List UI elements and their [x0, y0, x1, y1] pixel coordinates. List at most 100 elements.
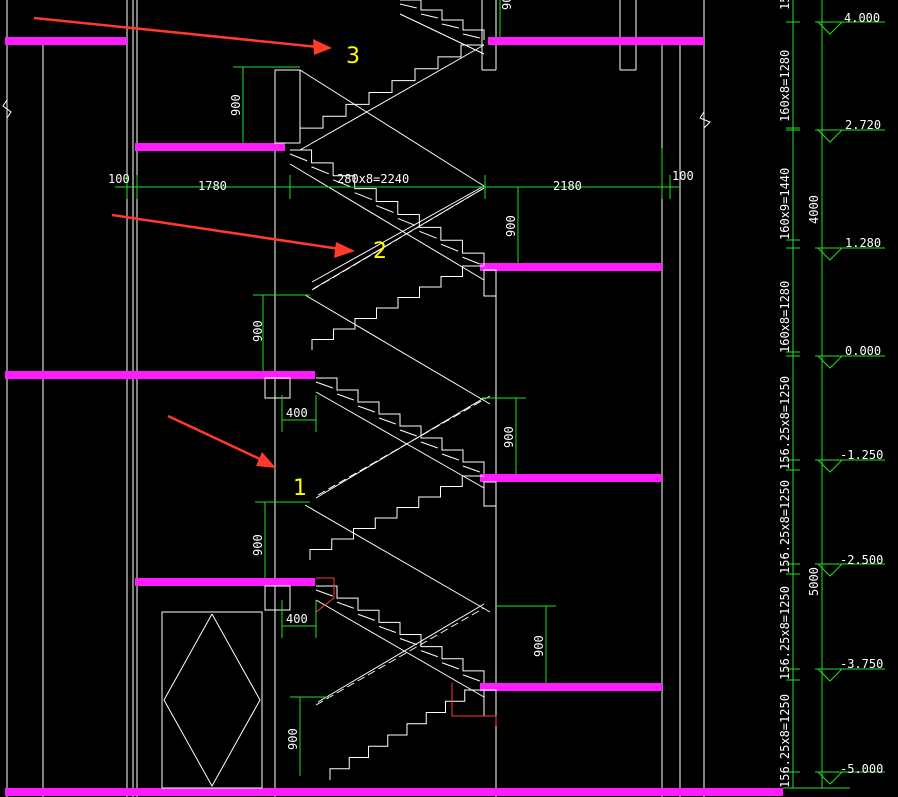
- dim-offset: 900: [532, 635, 546, 657]
- hatch: [440, 243, 459, 252]
- level-label: 4.000: [844, 11, 880, 25]
- dim-left-wall: 100: [108, 172, 130, 186]
- hatch: [399, 638, 417, 646]
- landing-beam: [483, 481, 497, 507]
- level-label: -5.000: [840, 762, 883, 776]
- hatch: [376, 205, 394, 213]
- segment-label: 160x8=1280: [778, 281, 792, 353]
- arrow-icon: [111, 213, 355, 258]
- stair-steps: [309, 475, 484, 560]
- dim-offset: 900: [229, 94, 243, 116]
- dim-offset: 900: [504, 215, 518, 237]
- vertical-segment-labels: 15 160x8=1280 160x9=1440 160x8=1280 156.…: [778, 0, 821, 788]
- stringer: [311, 185, 485, 283]
- slab: [135, 143, 285, 151]
- hatch: [462, 465, 480, 473]
- callout-2: 2: [373, 239, 387, 264]
- hatch: [354, 192, 373, 201]
- hatch: [420, 441, 438, 449]
- hatch: [399, 3, 417, 9]
- dim-offset-top: 900: [500, 0, 514, 10]
- hatch: [378, 625, 396, 633]
- segment-label: 156.25x8=1250: [778, 480, 792, 574]
- segment-top-partial: 15: [778, 0, 792, 10]
- hatch: [399, 429, 417, 437]
- stair-steps: [316, 585, 485, 683]
- dim-flight: 280x8=2240: [337, 172, 409, 186]
- structural-lines: [2, 0, 711, 797]
- soffit: [315, 391, 485, 489]
- slab: [488, 37, 704, 45]
- slab: [480, 683, 662, 691]
- slab: [5, 371, 315, 379]
- hatch: [397, 217, 416, 226]
- hatch: [289, 153, 308, 162]
- stringer: [299, 69, 485, 187]
- stair-flights: [264, 0, 497, 780]
- arrow-icon: [33, 16, 332, 55]
- stringer: [304, 294, 491, 405]
- soffit: [399, 13, 485, 55]
- hatch: [378, 417, 396, 425]
- landing-beam: [274, 69, 301, 144]
- hatch: [336, 393, 354, 401]
- dimension-lines: [115, 0, 850, 789]
- stringer: [315, 397, 485, 499]
- landing-offset-labels: 900 900 900 900 900 900 900 900 400 400: [229, 0, 546, 750]
- landing-beam: [483, 689, 497, 717]
- level-label: -3.750: [840, 657, 883, 671]
- stair-steps: [329, 689, 484, 780]
- dim-offset: 900: [286, 728, 300, 750]
- annotation-arrows: [33, 16, 355, 468]
- floor-slabs: [5, 37, 783, 796]
- stair-steps: [311, 265, 484, 350]
- door-symbol-icon: [161, 611, 263, 789]
- hatch: [357, 405, 375, 413]
- arrow-icon: [167, 414, 276, 468]
- dim-left-landing: 1780: [198, 179, 227, 193]
- overall-dim: 5000: [807, 567, 821, 596]
- segment-label: 160x8=1280: [778, 50, 792, 122]
- segment-label: 156.25x8=1250: [778, 376, 792, 470]
- slab: [5, 37, 127, 45]
- hatch: [419, 230, 437, 239]
- soffit: [315, 599, 485, 698]
- slab: [5, 788, 783, 796]
- level-label: 1.280: [845, 236, 881, 250]
- hatch: [462, 33, 480, 39]
- dim-offset: 900: [251, 534, 265, 556]
- level-label: 0.000: [845, 344, 881, 358]
- level-label: -2.500: [840, 553, 883, 567]
- stair-steps: [290, 149, 485, 266]
- callout-3: 3: [346, 44, 360, 69]
- hidden-edge: [311, 187, 485, 291]
- segment-label: 156.25x8=1250: [778, 694, 792, 788]
- horizontal-dim-labels: 100 1780 280x8=2240 2180 100: [108, 169, 694, 193]
- hatch: [420, 13, 438, 19]
- stair-steps: [316, 377, 485, 474]
- soffit: [289, 163, 485, 281]
- overall-dim: 4000: [807, 195, 821, 224]
- hatch: [336, 601, 354, 609]
- landing-beam: [264, 585, 291, 611]
- hidden-edge: [317, 395, 491, 496]
- hatch: [311, 166, 329, 175]
- callout-1: 1: [293, 476, 307, 501]
- stringer: [299, 44, 485, 151]
- dim-right-landing: 2180: [553, 179, 582, 193]
- hatch: [441, 662, 459, 670]
- slab: [480, 474, 662, 482]
- level-label: -1.250: [840, 448, 883, 462]
- segment-label: 160x9=1440: [778, 168, 792, 240]
- dim-nosing: 400: [286, 406, 308, 420]
- stringer: [304, 504, 491, 613]
- hatch: [315, 589, 333, 597]
- dim-offset: 900: [502, 426, 516, 448]
- landing-beam: [483, 269, 497, 297]
- level-label: 2.720: [845, 118, 881, 132]
- landing-beam: [264, 377, 291, 399]
- hatch: [441, 23, 459, 29]
- slab: [135, 578, 315, 586]
